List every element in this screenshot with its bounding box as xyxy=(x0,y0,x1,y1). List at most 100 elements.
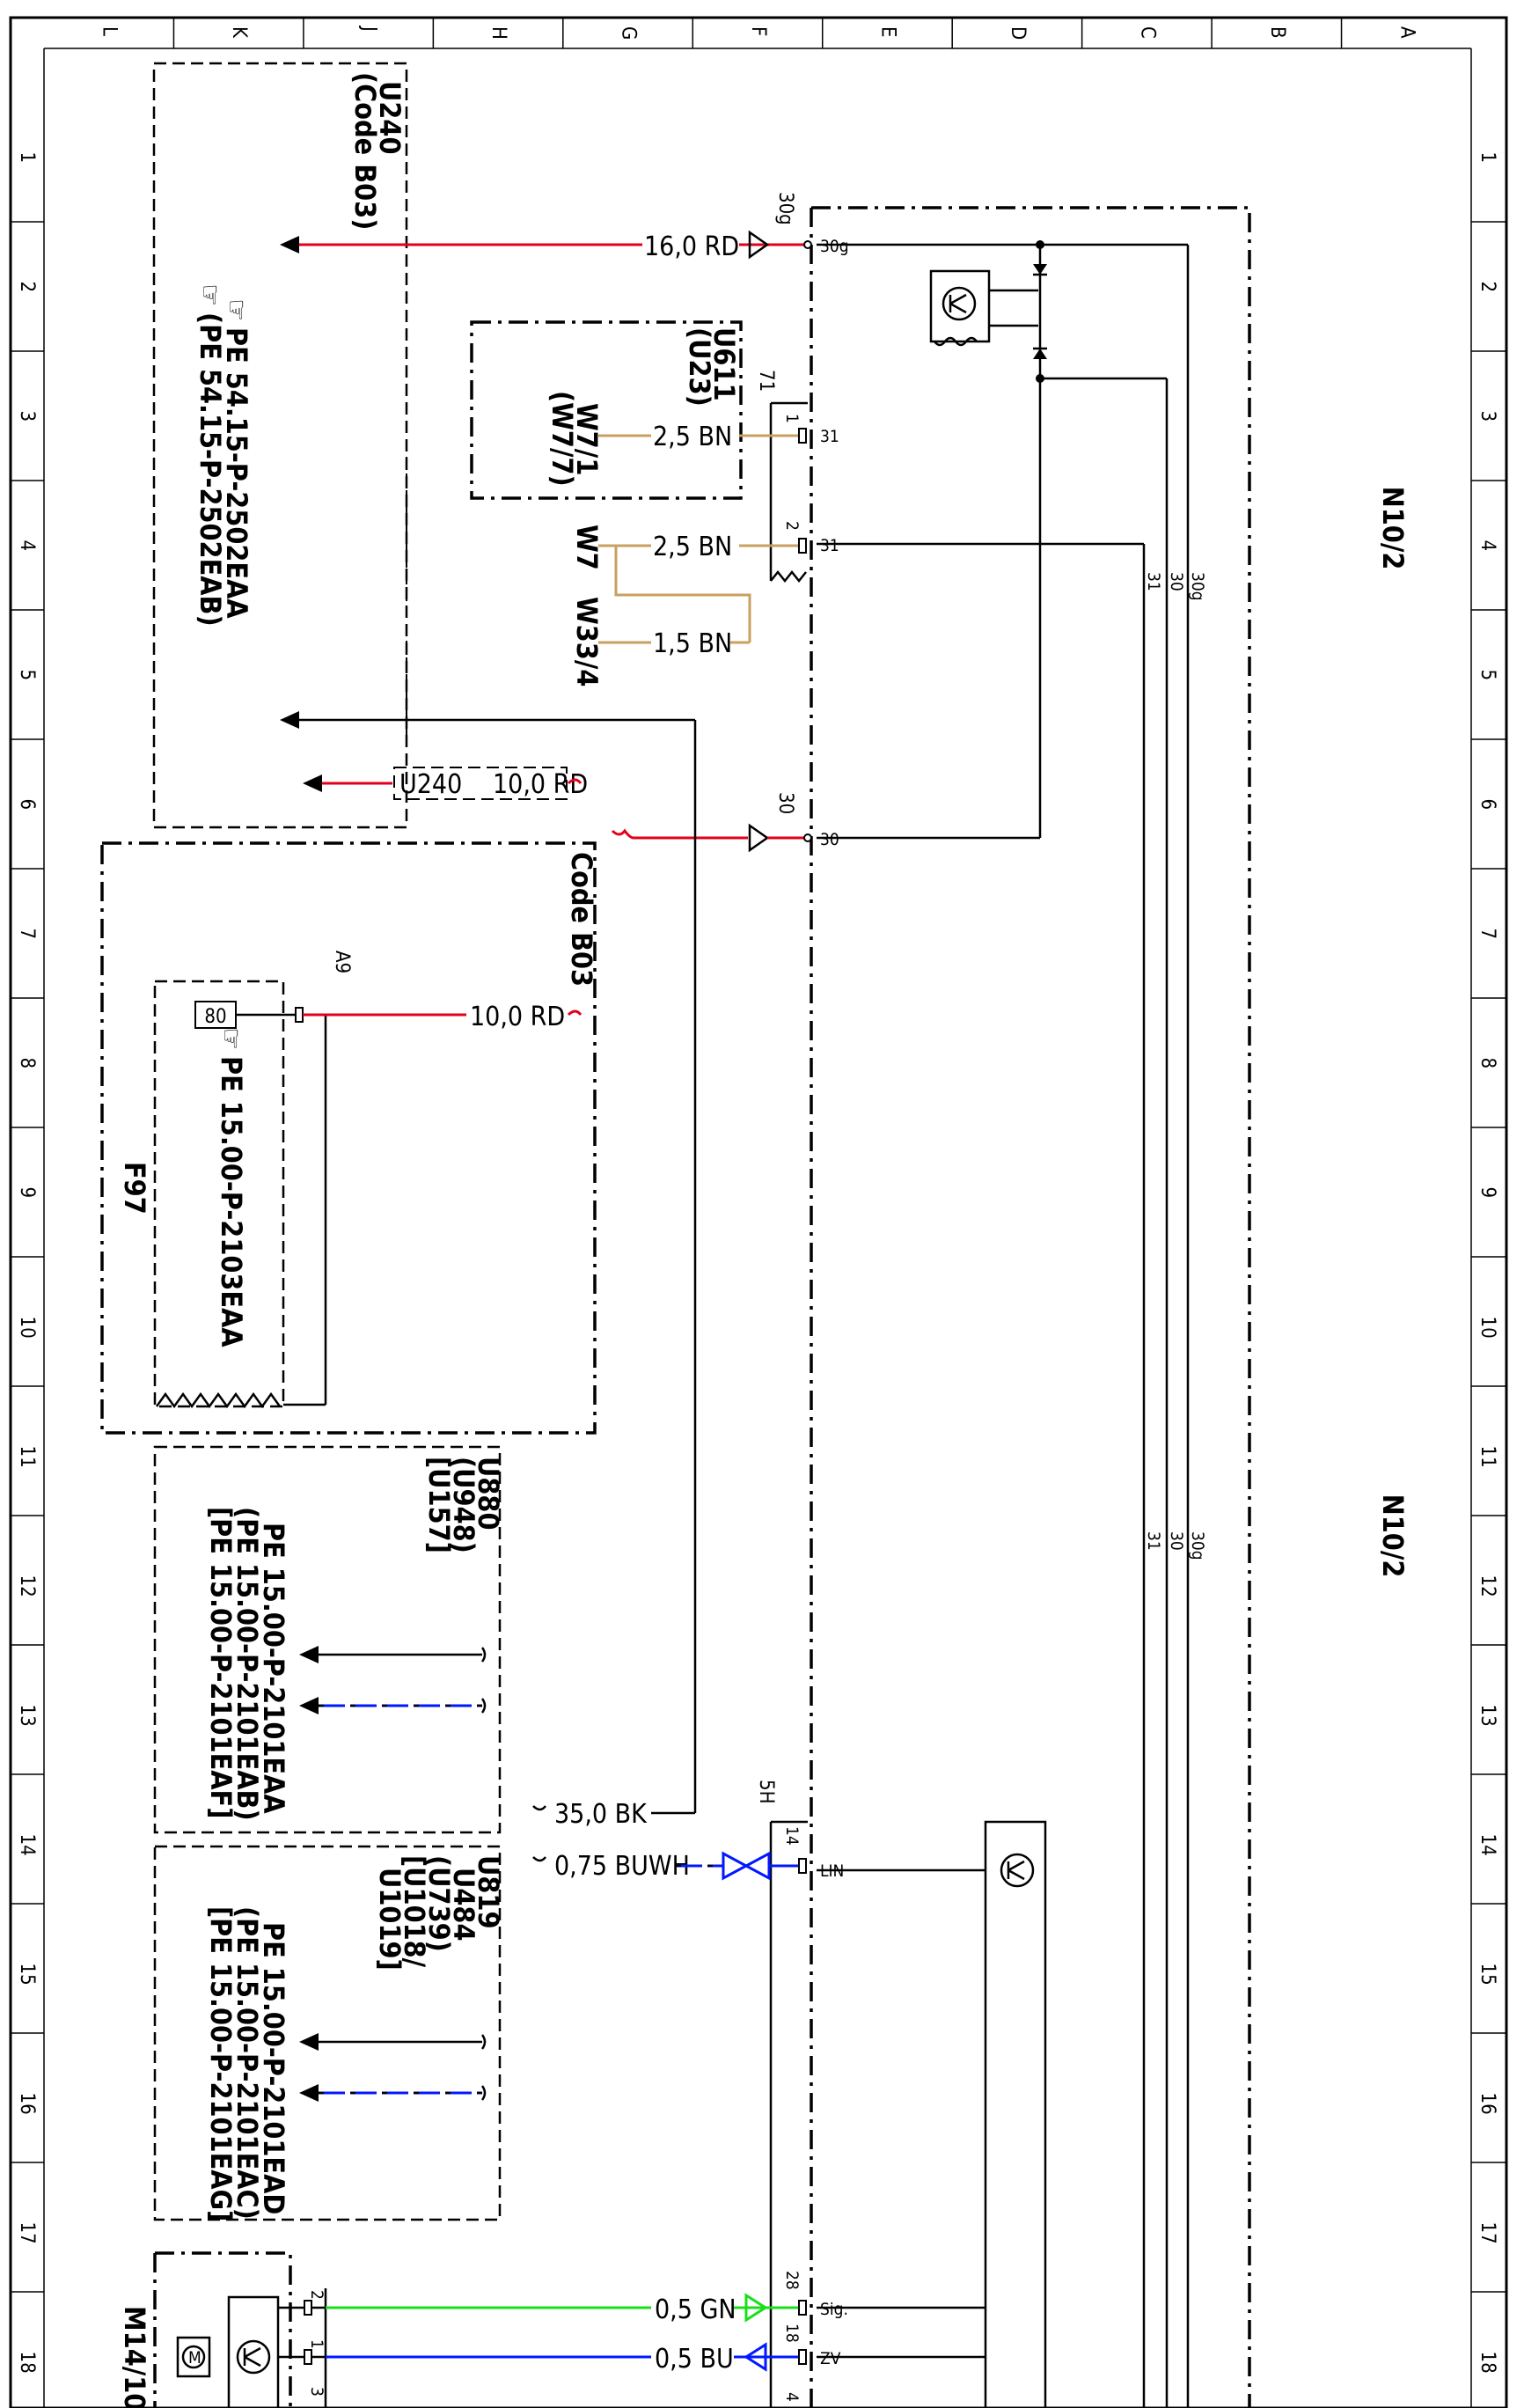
svg-text:M: M xyxy=(188,2348,201,2368)
grid-row-label: 8 xyxy=(1476,1058,1498,1069)
grid-column-label: G xyxy=(618,26,640,40)
wire-35bk: 35,0 BK xyxy=(280,711,697,1830)
u819-line3: (U739) xyxy=(422,1855,456,1952)
w-bk-label: 35,0 BK xyxy=(554,1799,648,1830)
connector-5h: 5H 14 28 18 4 LIN Sig. ZV xyxy=(755,1780,848,2408)
grid-column-label: K xyxy=(228,26,250,39)
grid-row-label: 7 xyxy=(1476,929,1498,940)
grid-row-label: 2 xyxy=(1476,282,1498,293)
w7-label: W7 xyxy=(570,525,604,570)
c5h-label: 5H xyxy=(755,1780,777,1803)
m-pin-3: 3 xyxy=(307,2387,326,2397)
u880-ref-1: PE 15.00-P-2101EAA xyxy=(257,1523,290,1814)
u819-ref-3: [PE 15.00-P-2101EAG] xyxy=(204,1906,238,2221)
hand-icon-3: ☞ xyxy=(215,1027,248,1050)
t31b-label: 31 xyxy=(820,536,839,555)
wire-zv-bu: 0,5 BU xyxy=(304,2342,807,2375)
grid-row-label: 6 xyxy=(16,799,38,811)
w-bn1-label: 2,5 BN xyxy=(653,422,732,452)
grid-row-label: 14 xyxy=(1476,1834,1498,1856)
m-pin-2: 2 xyxy=(307,2290,326,2300)
w-bn2-label: 2,5 BN xyxy=(653,532,732,562)
pin14-label: 14 xyxy=(782,1826,802,1846)
grid-row-label: 4 xyxy=(16,540,38,552)
grid-row-label: 15 xyxy=(16,1964,38,1986)
grid-row-label: 11 xyxy=(1476,1446,1498,1468)
grid-row-label: 2 xyxy=(16,282,38,293)
grid-column-label: D xyxy=(1007,26,1029,40)
u880-block: U880 (U948) [U157] PE 15.00-P-2101EAA (P… xyxy=(153,1445,505,1834)
t30-pin-label: 30 xyxy=(820,830,839,849)
t31a-label: 31 xyxy=(820,427,839,446)
fuse-value: 80 xyxy=(204,1006,226,1028)
m-pin-1: 1 xyxy=(307,2339,326,2349)
zv-label: ZV xyxy=(820,2349,841,2368)
w-bn3-label: 1,5 BN xyxy=(653,628,732,659)
t30g-pin-label: 30g xyxy=(820,237,849,256)
w7-1-label: W7/1 xyxy=(570,403,604,475)
u880-line3: [U157] xyxy=(422,1457,456,1553)
grid-row-label: 9 xyxy=(1476,1187,1498,1199)
u819-line4: [U1018/ xyxy=(398,1855,431,1968)
wire-30: 30 30 xyxy=(611,792,839,853)
u880-ref-2: (PE 15.00-P-2101EAB) xyxy=(231,1507,264,1821)
u880-ref-3: [PE 15.00-P-2101EAF] xyxy=(204,1507,238,1818)
wire-u240-10rd: U240 10,0 RD xyxy=(303,767,588,800)
u240-ref-2: (PE 54.15-P-2502EAB) xyxy=(194,312,227,627)
grid-row-label: 17 xyxy=(16,2222,38,2244)
pin28-label: 28 xyxy=(782,2271,802,2290)
grid-row-label: 18 xyxy=(1476,2352,1498,2374)
wire-sig-gn: 0,5 GN xyxy=(304,2293,807,2325)
w-bu-label: 0,5 BU xyxy=(655,2344,734,2375)
u880-line2: (U948) xyxy=(447,1457,480,1553)
w-gn-label: 0,5 GN xyxy=(655,2294,736,2325)
u240-title: U240 xyxy=(373,81,407,154)
wire-30g-16rd: 16,0 RD 30g 30g xyxy=(280,192,849,262)
grid-row-label: 11 xyxy=(16,1446,38,1468)
f97-ref: PE 15.00-P-2103EAA xyxy=(215,1056,248,1347)
u819-ref-2: (PE 15.00-P-2101EAC) xyxy=(231,1906,264,2220)
w7-7-label: (W7/7) xyxy=(546,391,579,487)
grid-row-label: 1 xyxy=(16,152,38,164)
u611-title: U611 xyxy=(707,327,741,400)
wire-lin-buwh: 0,75 BUWH xyxy=(532,1851,807,1882)
control-unit-n10-2: N10/2 N10/2 30g 30 31 30g 30 31 xyxy=(810,206,1410,2408)
grid-row-label: 5 xyxy=(1476,670,1498,681)
grid-row-label: 9 xyxy=(16,1187,38,1199)
f97-label: F97 xyxy=(118,1162,151,1215)
fuse-symbol xyxy=(194,1001,237,1029)
grid-row-label: 5 xyxy=(16,670,38,681)
u819-line5: U1019] xyxy=(373,1868,407,1971)
lin-label: LIN xyxy=(820,1861,844,1881)
bus-30-label: 30 xyxy=(1167,572,1186,591)
grid-row-label: 13 xyxy=(16,1705,38,1727)
grid-row-label: 16 xyxy=(16,2093,38,2115)
wire-f97-10rd: 10,0 RD xyxy=(303,1002,582,1032)
bus-30-label-b: 30 xyxy=(1167,1531,1186,1551)
sig-label: Sig. xyxy=(820,2300,848,2319)
grid-column-label: F xyxy=(747,26,769,36)
grid-row-label: 12 xyxy=(16,1575,38,1597)
pin2-label: 2 xyxy=(782,521,802,531)
u611-block: U611 (U23) W7/1 (W7/7) xyxy=(470,320,743,500)
pin4-label: 4 xyxy=(782,2392,802,2402)
grid-row-label: 17 xyxy=(1476,2222,1498,2244)
connector-71: 71 1 2 31 31 xyxy=(755,370,839,584)
grid-column-label: J xyxy=(358,25,380,32)
bus-30g-label-b: 30g xyxy=(1188,1531,1207,1560)
grid-row-label: 3 xyxy=(1476,411,1498,422)
grid-column-label: C xyxy=(1136,26,1158,39)
w-buwh-label: 0,75 BUWH xyxy=(554,1851,690,1882)
w-u240-rd-label: 10,0 RD xyxy=(493,769,588,800)
grid-row-label: 12 xyxy=(1476,1575,1498,1597)
grid-column-label: E xyxy=(876,26,898,38)
w-30g-label: 16,0 RD xyxy=(644,231,739,262)
code-b03-block: Code B03 80 A9 PE 15.00-P-2103EAA ☞ F97 xyxy=(100,841,598,1435)
t71-label: 71 xyxy=(755,370,777,392)
n10-2-label-top: N10/2 xyxy=(1376,487,1410,570)
pin18-label: 18 xyxy=(782,2324,802,2343)
grid-row-label: 1 xyxy=(1476,152,1498,164)
